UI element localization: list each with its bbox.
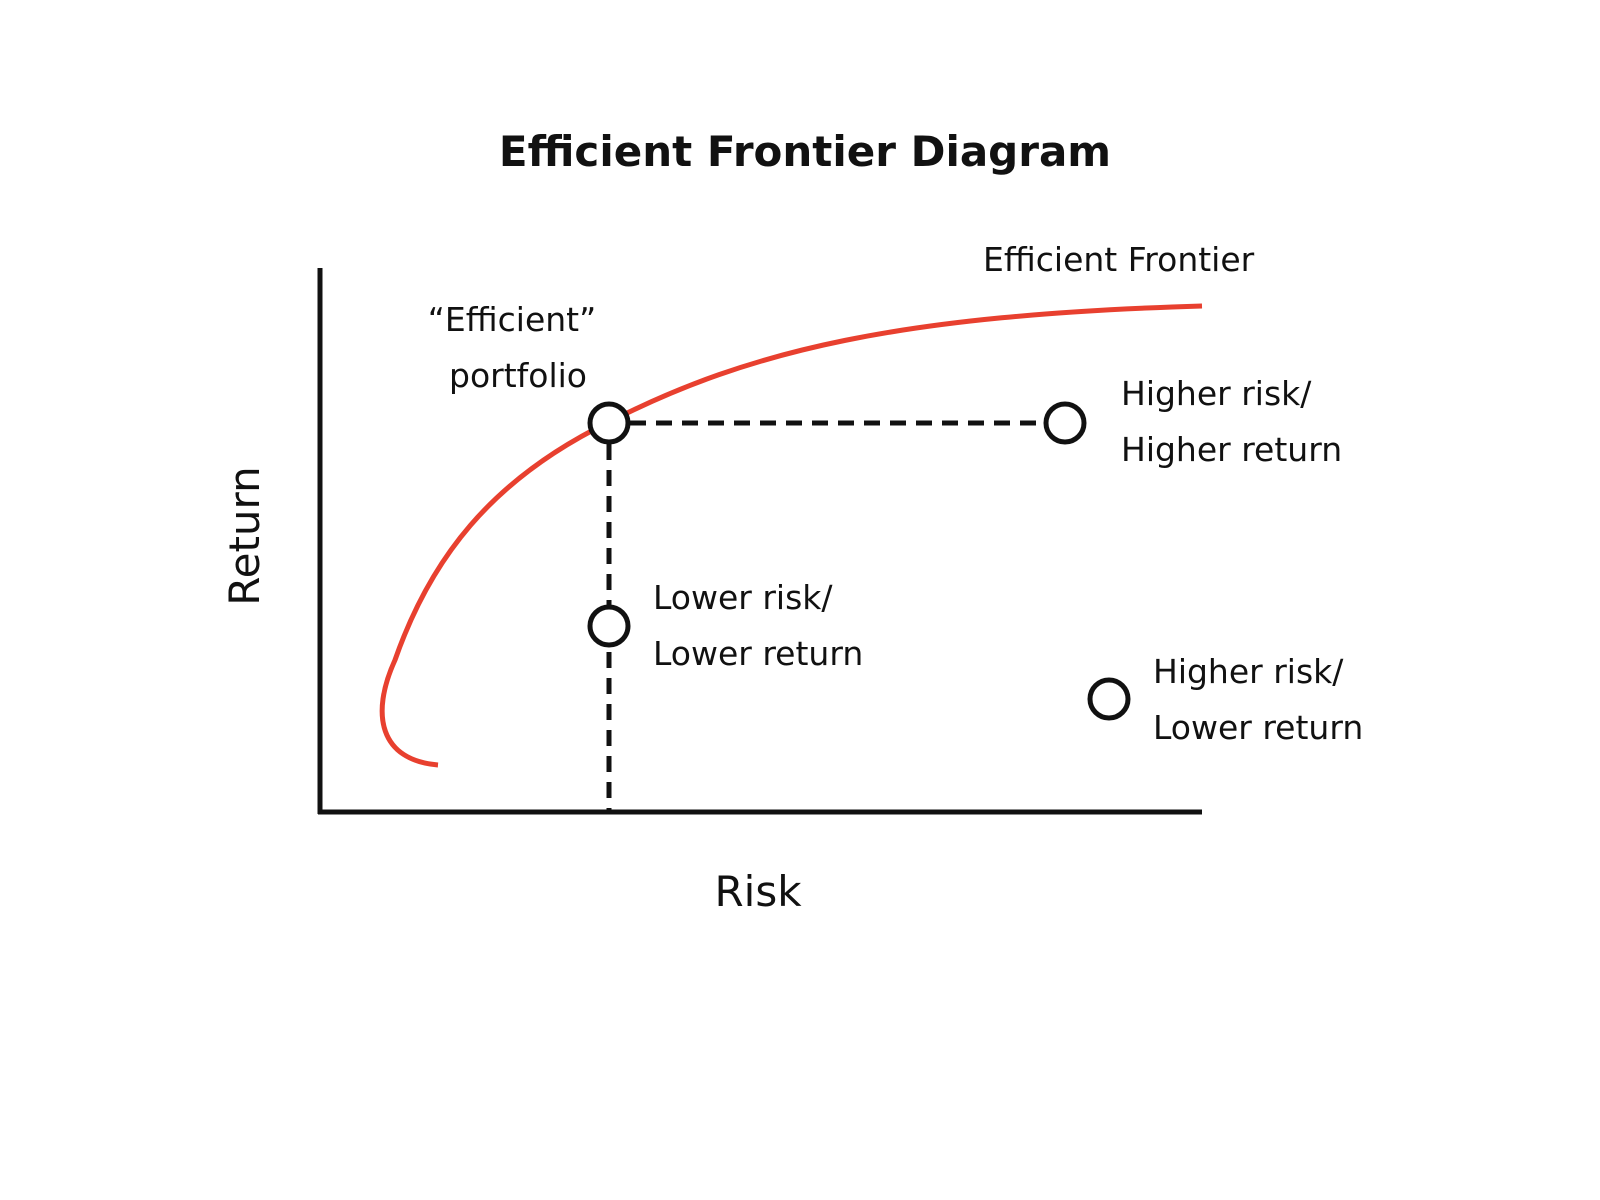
efficient-portfolio-label-line1: “Efficient” xyxy=(428,300,596,339)
lower-risk-lower-return-label-line1: Lower risk/ xyxy=(653,578,833,617)
efficient-portfolio-point xyxy=(587,401,631,445)
diagram-title: Efficient Frontier Diagram xyxy=(499,127,1111,176)
higher-risk-higher-return-point xyxy=(1043,401,1087,445)
higher-risk-lower-return-label-line1: Higher risk/ xyxy=(1153,652,1344,691)
y-axis-label: Return xyxy=(220,466,269,605)
higher-risk-higher-return-label-line2: Higher return xyxy=(1121,430,1342,469)
efficient-frontier-label: Efficient Frontier xyxy=(983,240,1255,279)
higher-risk-lower-return-label-line2: Lower return xyxy=(1153,708,1363,747)
efficient-portfolio-label-line2: portfolio xyxy=(449,356,587,395)
x-axis-label: Risk xyxy=(714,867,802,916)
higher-risk-higher-return-label-line1: Higher risk/ xyxy=(1121,374,1312,413)
lower-risk-lower-return-point xyxy=(587,604,631,648)
lower-risk-lower-return-label-line2: Lower return xyxy=(653,634,863,673)
higher-risk-lower-return-point xyxy=(1087,677,1131,721)
efficient-frontier-curve xyxy=(379,303,1203,768)
